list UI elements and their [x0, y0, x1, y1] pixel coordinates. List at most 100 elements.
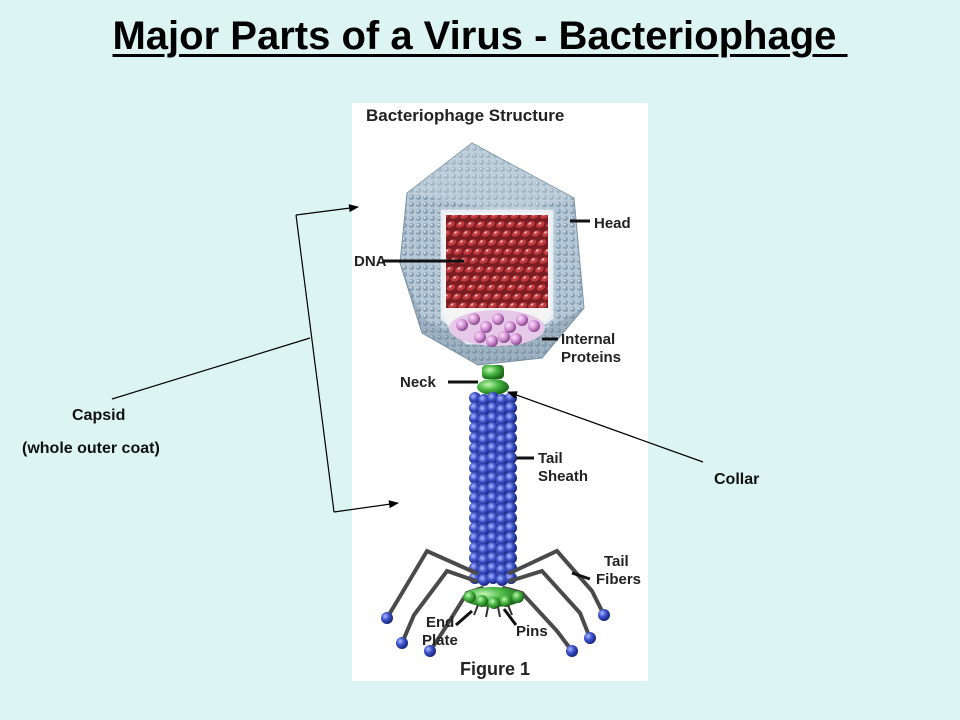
tail-sheath-subunit [478, 504, 490, 516]
tail-sheath-subunit [496, 504, 508, 516]
tail-sheath-subunit [487, 442, 499, 454]
tail-sheath-subunit [478, 454, 490, 466]
tail-sheath-subunit [505, 552, 517, 564]
tail-sheath-subunit [496, 414, 508, 426]
tail-sheath-subunit [469, 432, 481, 444]
tail-sheath-subunit [487, 572, 499, 584]
tail-sheath-subunit [487, 532, 499, 544]
tail-sheath-subunit [469, 442, 481, 454]
tail-sheath-subunit [487, 422, 499, 434]
tail-sheath-subunit [496, 434, 508, 446]
tail-sheath-subunit [478, 424, 490, 436]
tail-sheath-subunit [496, 524, 508, 536]
tail-sheath-subunit [505, 502, 517, 514]
tail-sheath-subunit [496, 564, 508, 576]
tail-sheath-subunit [478, 484, 490, 496]
label-tail-sheath-line2: Sheath [538, 468, 588, 485]
label-internal-proteins-line2: Proteins [561, 349, 621, 366]
tail-sheath-subunit [478, 434, 490, 446]
tail-sheath-subunit [496, 464, 508, 476]
tail-sheath-subunit [487, 472, 499, 484]
tail-sheath-subunit [469, 512, 481, 524]
tail-sheath-subunit [487, 452, 499, 464]
internal-proteins [449, 310, 545, 347]
tail-sheath-subunit [469, 412, 481, 424]
end-plate [463, 587, 524, 609]
tail-sheath-subunit [487, 462, 499, 474]
tail-sheath-subunit [478, 544, 490, 556]
tail-sheath-subunit [487, 412, 499, 424]
tail-sheath-subunit [469, 482, 481, 494]
capsid-head [399, 142, 585, 366]
capsid-arrow-top [295, 204, 359, 216]
tail-sheath-subunit [478, 524, 490, 536]
tail-sheath-subunit [496, 544, 508, 556]
tail-sheath-subunit [478, 394, 490, 406]
tail-fibers [385, 548, 606, 653]
tail-sheath-subunit [505, 492, 517, 504]
tail-sheath-subunit [487, 562, 499, 574]
tail-sheath-subunit [469, 542, 481, 554]
tail-sheath-subunit [478, 574, 490, 586]
leader-lines [382, 219, 591, 627]
tail-sheath-subunit [487, 492, 499, 504]
tail-sheath-subunit [469, 472, 481, 484]
tail-sheath-subunit [496, 454, 508, 466]
label-internal-proteins-line1: Internal [561, 331, 615, 348]
label-tail-sheath-line1: Tail [538, 450, 563, 467]
pins [473, 604, 513, 618]
tail-sheath-subunit [505, 472, 517, 484]
tail-sheath-subunit [487, 542, 499, 554]
tail-sheath-subunit [496, 444, 508, 456]
label-neck: Neck [400, 374, 437, 391]
tail-sheath-subunit [469, 422, 481, 434]
tail-fiber-tips [381, 609, 610, 657]
tail-sheath-subunit [496, 554, 508, 566]
tail-sheath-subunit [469, 522, 481, 534]
tail-sheath-subunit [469, 462, 481, 474]
collar [477, 365, 509, 395]
tail-sheath-subunit [496, 394, 508, 406]
tail-sheath-subunit [469, 402, 481, 414]
tail-sheath-subunit [496, 494, 508, 506]
tail-sheath-subunit [496, 534, 508, 546]
tail-sheath-subunit [469, 552, 481, 564]
slide-title: Major Parts of a Virus - Bacteriophage [112, 14, 848, 58]
tail-sheath-subunit [469, 502, 481, 514]
tail-sheath-subunit [487, 402, 499, 414]
tail-sheath-subunit [469, 492, 481, 504]
tail-sheath-subunit [496, 424, 508, 436]
tail-sheath-subunit [496, 514, 508, 526]
tail-sheath-subunit [478, 474, 490, 486]
capsid-label: Capsid [72, 407, 126, 424]
capsid-bracket-line [295, 214, 335, 513]
tail-sheath-subunit [478, 494, 490, 506]
tail-sheath-subunit [496, 484, 508, 496]
tail-sheath-subunit [487, 432, 499, 444]
tail-sheath-subunit [478, 404, 490, 416]
tail-sheath-subunit [478, 564, 490, 576]
capsid-pointer-line [111, 337, 311, 400]
tail-sheath-subunit [496, 474, 508, 486]
label-head: Head [594, 215, 631, 232]
tail-sheath-subunit [469, 392, 481, 404]
tail-sheath-subunit [478, 464, 490, 476]
tail-sheath-subunit [487, 522, 499, 534]
tail-sheath-subunit [487, 482, 499, 494]
tail-sheath-subunit [505, 532, 517, 544]
tail-sheath-subunit [478, 414, 490, 426]
tail-sheath-subunit [478, 554, 490, 566]
collar-label: Collar [714, 471, 760, 488]
figure-panel: Bacteriophage Structure [352, 103, 648, 681]
tail-sheath-subunit [496, 574, 508, 586]
tail-sheath-subunit [487, 392, 499, 404]
label-tail-fibers-line2: Fibers [596, 571, 641, 588]
tail-sheath-subunit [505, 462, 517, 474]
tail-sheath-subunit [505, 542, 517, 554]
label-dna: DNA [354, 253, 387, 270]
label-end-plate-line1: End [426, 614, 454, 631]
tail-sheath-subunit [505, 512, 517, 524]
tail-sheath-subunit [505, 522, 517, 534]
tail-sheath-subunit [469, 532, 481, 544]
tail-sheath-subunit [478, 534, 490, 546]
